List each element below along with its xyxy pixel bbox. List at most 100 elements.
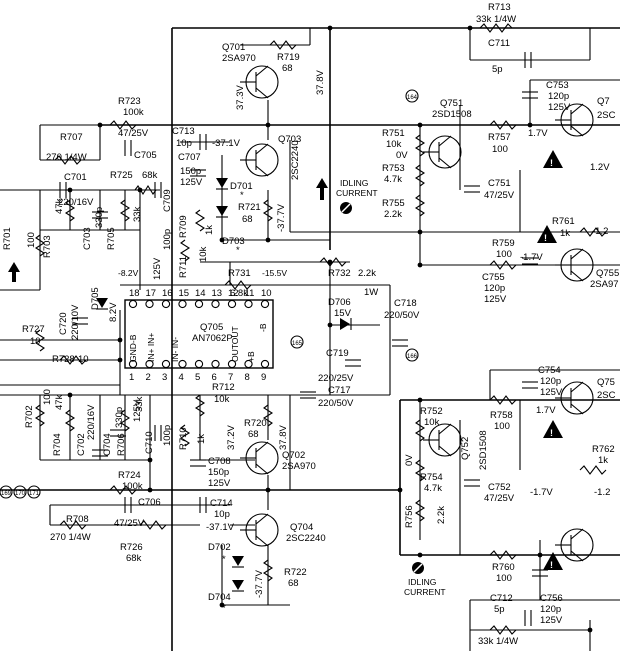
label-r753-value: 4.7k	[384, 174, 402, 185]
label-c22016-lower: 220/16V	[86, 404, 97, 440]
label-r710: R710	[178, 427, 189, 450]
label-d704-star: *	[222, 603, 226, 614]
label-m12c: -1.2	[594, 487, 610, 498]
svg-text:!: !	[550, 428, 553, 438]
label-c22050-upper: 220/50V	[384, 310, 420, 321]
ic-pin-number: 13	[212, 288, 223, 299]
ic-pin-top-14	[194, 299, 204, 309]
label-m377a: -37.7V	[276, 203, 287, 232]
label-r722-value: 68	[288, 578, 299, 589]
label-r732: R732	[328, 268, 351, 279]
label-r731: R731	[228, 268, 251, 279]
label-r712: R712	[212, 382, 235, 393]
label-q701-type: 2SA970	[222, 53, 256, 64]
label-r714-value: 33k 1/4W	[478, 636, 518, 647]
label-d703-star: *	[236, 245, 240, 256]
label-v0a: 0V	[396, 150, 408, 161]
ic-pin-bottom-1	[128, 359, 138, 369]
label-r706-value: 33k	[134, 396, 145, 412]
test-points: 164 165 166 169 170 171	[0, 89, 419, 499]
warning-triangle-icon: !	[543, 552, 563, 570]
ic-pin-number: 4	[179, 372, 184, 383]
label-c120p-bottom: 120p	[540, 604, 561, 615]
label-d705: D705	[90, 287, 101, 310]
label-c706: C706	[138, 497, 161, 508]
label-v12b: -1.2	[592, 226, 608, 237]
ic-pin-number: 16	[162, 288, 173, 299]
label-r703-value: 47k	[54, 198, 65, 214]
label-q705-type: AN7062P	[192, 333, 233, 344]
label-c703-value: 330p	[94, 207, 105, 228]
label-ic-in-plus: IN+ IN+	[146, 333, 156, 362]
label-r703: R703	[42, 235, 53, 258]
diode-d704	[232, 580, 244, 592]
label-c125v-mid: 125V	[152, 257, 163, 280]
ic-pin-top-15	[178, 299, 187, 309]
wiring	[0, 27, 620, 651]
label-c712: C712	[490, 593, 513, 604]
label-r711-value: 10k	[198, 246, 209, 262]
diode-d703	[216, 206, 228, 218]
label-q703-type: 2SC2240	[290, 140, 301, 180]
label-c100p-lower: 100p	[162, 425, 173, 446]
diode-d706	[340, 318, 352, 330]
label-r719: R719	[277, 52, 300, 63]
label-c704: C704	[102, 433, 113, 456]
ic-pin-bottom-8	[244, 359, 253, 369]
ic-pin-number: 5	[195, 372, 200, 383]
label-q751: Q751	[440, 98, 463, 109]
label-c717: C717	[328, 385, 351, 396]
label-r761: R761	[552, 216, 575, 227]
label-c150p-lower: 150p	[208, 467, 229, 478]
label-r719-value: 68	[282, 63, 293, 74]
transistor-q703	[240, 143, 279, 177]
label-r725: R725	[110, 170, 133, 181]
label-c125v-upper: 125V	[180, 177, 203, 188]
ic-pin-number: 17	[146, 288, 157, 299]
label-r760-value: 100	[496, 573, 512, 584]
label-m377b: -37.7V	[254, 569, 265, 598]
label-r762: R762	[592, 444, 615, 455]
warning-icons: ! ! ! !	[8, 150, 563, 574]
label-r728-value: 10	[78, 354, 89, 365]
label-q752: Q752	[460, 437, 471, 460]
label-q755-type: 2SA97	[590, 279, 619, 290]
label-c22010: 220/10V	[70, 304, 81, 340]
label-q752-type: 2SD1508	[478, 430, 489, 470]
label-c754: C754	[538, 365, 561, 376]
label-r726-value: 68k	[126, 553, 142, 564]
ic-pin-number: 9	[261, 372, 266, 383]
transistor-q752	[423, 423, 462, 457]
ic-pin-top-13	[211, 299, 220, 309]
warning-triangle-icon: !	[543, 420, 563, 438]
label-c100p-upper: 100p	[162, 229, 173, 250]
tp-170-label: 170	[15, 491, 26, 497]
label-c704-value: 330p	[114, 407, 125, 428]
label-ic-minus-b: -B	[258, 323, 268, 332]
label-r721-value: 68	[242, 214, 253, 225]
tp-169-label: 169	[1, 491, 12, 497]
capacitors	[59, 52, 548, 626]
label-c702: C702	[76, 433, 87, 456]
label-r754-value: 4.7k	[424, 483, 442, 494]
label-r713: R713	[488, 2, 511, 13]
label-r701-value: 100	[26, 232, 37, 248]
diode-d705	[96, 298, 108, 310]
diode-d702	[232, 556, 244, 568]
label-c4725b: 47/25V	[484, 190, 515, 201]
ic-pin-number: 3	[162, 372, 167, 383]
label-q704-type: 2SC2240	[286, 533, 326, 544]
ic-pin-number: 18	[129, 288, 140, 299]
label-c753: C753	[546, 80, 569, 91]
transistors	[240, 65, 594, 562]
label-r751: R751	[382, 128, 405, 139]
diodes	[96, 178, 352, 592]
label-d704: D704	[208, 592, 231, 603]
label-r751-value: 10k	[386, 139, 402, 150]
label-q705: Q705	[200, 322, 223, 333]
label-r724: R724	[118, 470, 141, 481]
label-r756-value: 2.2k	[436, 506, 447, 524]
label-r708-value: 270 1/4W	[50, 532, 91, 543]
transistor-q75-lower	[555, 381, 594, 415]
